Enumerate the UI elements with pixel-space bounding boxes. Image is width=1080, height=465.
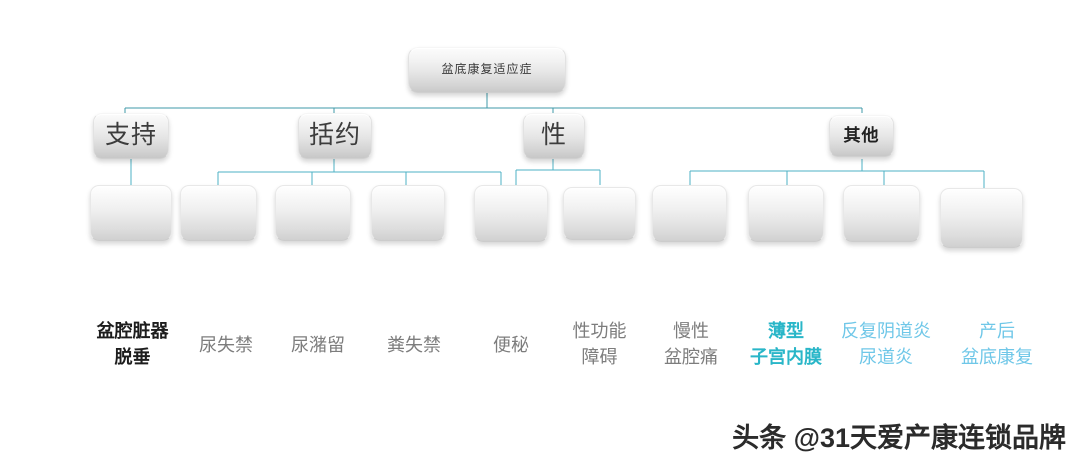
caption-2-line1: 尿失禁 <box>199 335 253 355</box>
caption-9-line1: 反复阴道炎 <box>841 321 931 341</box>
leaf-box-2[interactable] <box>180 185 257 241</box>
node-level2-sphincter[interactable]: 括约 <box>298 113 372 159</box>
leaf-box-5[interactable] <box>474 185 548 242</box>
node-level2-other[interactable]: 其他 <box>829 115 894 157</box>
caption-8-line2: 子宫内膜 <box>750 347 822 368</box>
leaf-box-7[interactable] <box>652 185 727 242</box>
node-root-label: 盆底康复适应症 <box>441 62 533 77</box>
node-level2-sphincter-label: 括约 <box>308 121 361 150</box>
caption-4: 粪失禁 <box>368 332 460 358</box>
node-level2-support[interactable]: 支持 <box>93 113 169 159</box>
caption-1-line2: 脱垂 <box>114 347 151 368</box>
caption-6-line2: 障碍 <box>581 347 618 368</box>
caption-3-line1: 尿潴留 <box>291 335 345 355</box>
watermark: 头条 @31天爱产康连锁品牌 <box>732 423 1066 453</box>
node-level2-sexual[interactable]: 性 <box>523 113 585 159</box>
leaf-box-6[interactable] <box>563 187 636 240</box>
leaf-box-3[interactable] <box>275 185 351 241</box>
caption-7: 慢性 盆腔痛 <box>650 318 732 370</box>
caption-4-line1: 粪失禁 <box>387 335 441 355</box>
caption-3: 尿潴留 <box>272 332 364 358</box>
caption-6-line1: 性功能 <box>572 321 627 341</box>
caption-10: 产后 盆底康复 <box>948 318 1046 370</box>
node-level2-support-label: 支持 <box>104 121 157 150</box>
leaf-box-1[interactable] <box>90 185 172 241</box>
caption-5-line1: 便秘 <box>493 335 529 355</box>
caption-7-line2: 盆腔痛 <box>664 347 718 368</box>
caption-9: 反复阴道炎 尿道炎 <box>832 318 940 370</box>
caption-7-line1: 慢性 <box>673 321 709 341</box>
caption-2: 尿失禁 <box>180 332 272 358</box>
caption-1: 盆腔脏器 脱垂 <box>80 318 185 370</box>
node-level2-other-label: 其他 <box>843 125 880 145</box>
leaf-box-4[interactable] <box>371 185 445 241</box>
leaf-box-8[interactable] <box>748 185 824 242</box>
caption-9-line2: 尿道炎 <box>859 347 913 368</box>
caption-10-line2: 盆底康复 <box>961 347 1033 368</box>
node-root[interactable]: 盆底康复适应症 <box>408 47 566 93</box>
caption-8: 薄型 子宫内膜 <box>740 318 832 370</box>
leaf-box-10[interactable] <box>940 188 1023 248</box>
leaf-box-9[interactable] <box>843 185 920 242</box>
node-level2-sexual-label: 性 <box>540 121 567 150</box>
caption-1-line1: 盆腔脏器 <box>96 321 169 341</box>
caption-8-line1: 薄型 <box>768 321 804 341</box>
caption-5: 便秘 <box>470 332 552 358</box>
caption-6: 性功能 障碍 <box>557 318 642 370</box>
caption-10-line1: 产后 <box>979 321 1015 341</box>
